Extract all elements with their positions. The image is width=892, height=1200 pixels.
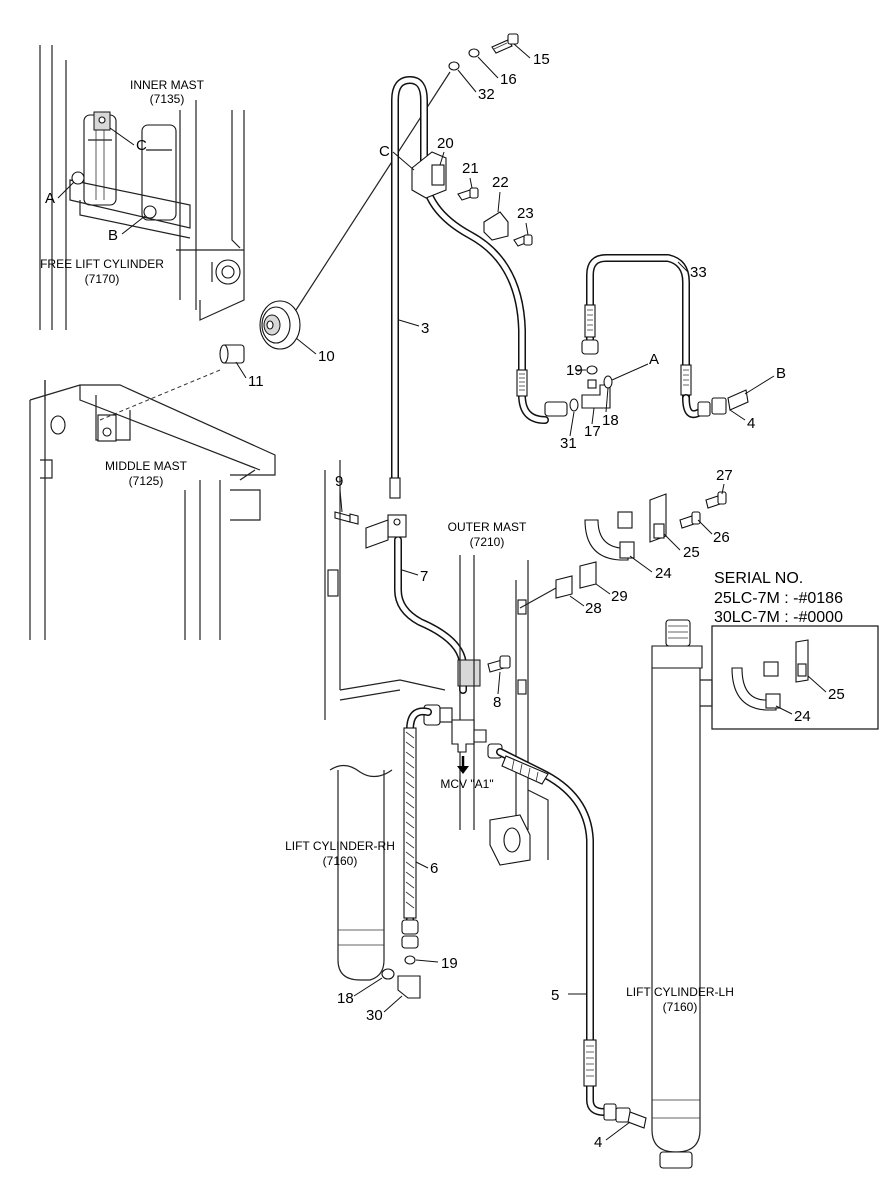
callout-17: 17 <box>584 423 601 440</box>
callout-18-upper: 18 <box>602 412 619 429</box>
serial-line-2: 30LC-7M : -#0000 <box>714 609 843 626</box>
port-c-letter: C <box>136 137 147 154</box>
lift-cylinder-rh-label: LIFT CYLINDER-RH <box>285 839 395 853</box>
callout-32: 32 <box>478 86 495 103</box>
callout-31: 31 <box>560 435 577 452</box>
lift-cylinder-lh-code: (7160) <box>663 1000 698 1014</box>
callout-8: 8 <box>493 694 501 711</box>
middle-mast-label: MIDDLE MAST <box>105 459 188 473</box>
port-a-letter-tee: A <box>649 351 659 368</box>
hose-7-assembly: 9 7 8 <box>334 473 511 711</box>
callout-9: 9 <box>335 473 343 490</box>
hose-3: 3 <box>389 76 549 499</box>
callout-11: 11 <box>248 373 264 390</box>
callout-23: 23 <box>517 205 534 222</box>
callout-25: 25 <box>683 544 700 561</box>
callout-19-upper: 19 <box>566 362 583 379</box>
mcv-label: MCV "A1" <box>440 777 493 791</box>
serial-title: SERIAL NO. <box>714 570 803 587</box>
inset-callout-25: 25 <box>828 686 845 703</box>
lift-cylinder-lh-label: LIFT CYLINDER-LH <box>626 985 734 999</box>
serial-inset-box <box>711 625 879 730</box>
free-lift-cylinder-label: FREE LIFT CYLINDER <box>40 257 164 271</box>
callout-19-lower: 19 <box>441 955 458 972</box>
callout-4-lower: 4 <box>594 1134 602 1151</box>
hose-6: 6 19 18 30 <box>337 707 458 1024</box>
inner-mast-assembly: INNER MAST (7135) C A B FREE LIFT CYLIND… <box>39 45 245 330</box>
bolt-hardware-top: 15 16 32 <box>448 33 550 103</box>
callout-18-lower: 18 <box>337 990 354 1007</box>
mcv-tee-assembly: MCV "A1" <box>423 704 503 791</box>
middle-mast-code: (7125) <box>129 474 164 488</box>
lift-cylinder-rh-code: (7160) <box>323 854 358 868</box>
bracket-20-assembly: C 20 21 22 23 <box>379 135 534 247</box>
inner-mast-code: (7135) <box>150 92 185 106</box>
callout-21: 21 <box>462 160 479 177</box>
inner-mast-label: INNER MAST <box>130 78 205 92</box>
middle-mast-assembly: MIDDLE MAST (7125) <box>29 369 276 640</box>
callout-29: 29 <box>611 588 628 605</box>
serial-number-info: SERIAL NO. 25LC-7M : -#0186 30LC-7M : -#… <box>711 570 879 730</box>
sheave-assembly: 10 11 <box>219 71 451 390</box>
inset-callout-24: 24 <box>794 708 811 725</box>
outer-mast-code: (7210) <box>470 535 505 549</box>
callout-6: 6 <box>430 860 438 877</box>
tee-fitting-17-group: 19 A 18 17 31 B 4 <box>544 351 786 452</box>
callout-24: 24 <box>655 565 672 582</box>
outer-mast-structure: OUTER MAST (7210) <box>324 460 549 866</box>
callout-26: 26 <box>713 529 730 546</box>
callout-5: 5 <box>551 987 559 1004</box>
callout-28: 28 <box>585 600 602 617</box>
free-lift-cylinder-code: (7170) <box>85 272 120 286</box>
lift-cylinder-lh: LIFT CYLINDER-LH (7160) <box>626 619 734 1169</box>
lift-cylinder-rh: LIFT CYLINDER-RH (7160) <box>285 764 395 981</box>
callout-3: 3 <box>421 320 429 337</box>
outer-mast-label: OUTER MAST <box>448 520 527 534</box>
callout-10: 10 <box>318 348 335 365</box>
callout-27: 27 <box>716 467 733 484</box>
clamp-brackets-24-29: 27 26 25 24 29 28 <box>519 467 733 617</box>
hose-5: 5 4 <box>496 748 647 1151</box>
port-c-letter-bracket: C <box>379 143 390 160</box>
callout-30: 30 <box>366 1007 383 1024</box>
callout-15: 15 <box>533 51 550 68</box>
callout-7: 7 <box>420 568 428 585</box>
callout-4-upper: 4 <box>747 415 755 432</box>
callout-20: 20 <box>437 135 454 152</box>
port-b-letter-upper: B <box>776 365 786 382</box>
port-a-letter: A <box>45 190 55 207</box>
serial-line-1: 25LC-7M : -#0186 <box>714 590 843 607</box>
callout-33: 33 <box>690 264 707 281</box>
callout-16: 16 <box>500 71 517 88</box>
callout-22: 22 <box>492 174 509 191</box>
port-b-letter: B <box>108 227 118 244</box>
